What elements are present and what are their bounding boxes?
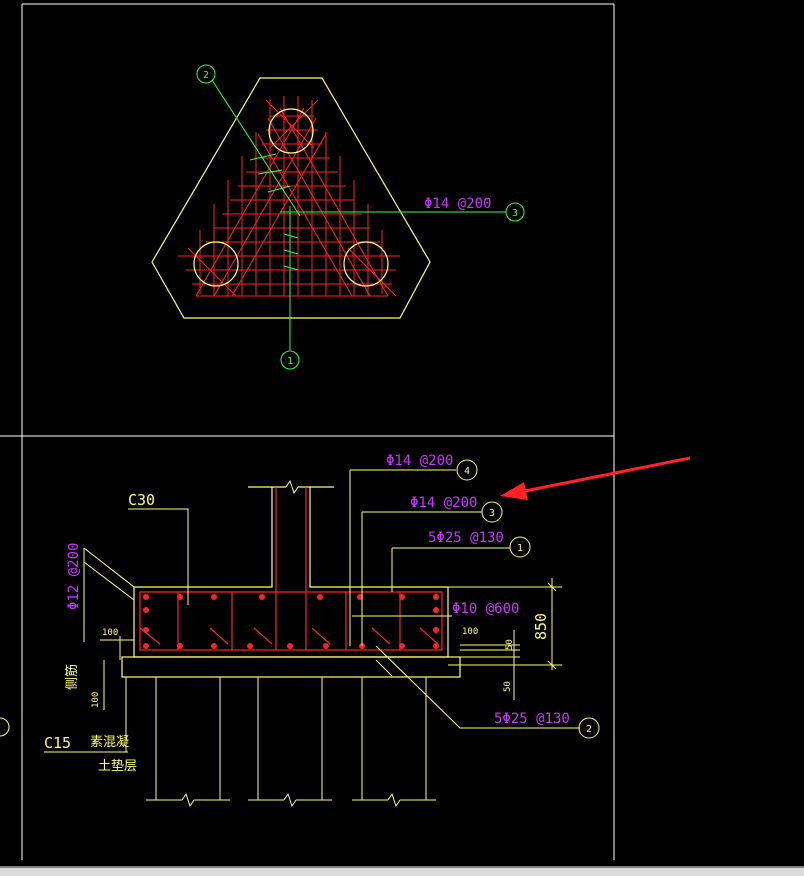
- cushion-grade-label: C15: [44, 734, 71, 752]
- concrete-grade-label: C30: [128, 491, 155, 509]
- sec-bubble-1-label: 5Φ25 @130: [428, 530, 504, 546]
- side-rebar-label: Φ12 @200: [66, 543, 82, 610]
- plan-axis-lines: [211, 79, 506, 350]
- dim-50-a: 50: [505, 639, 515, 650]
- piles: [146, 677, 436, 808]
- sec-bubble-3-number: 3: [489, 508, 495, 519]
- sec-bubble-2: 5Φ25 @130 2: [494, 711, 600, 739]
- sec-bubble-1: 5Φ25 @130 1: [428, 530, 531, 558]
- plan-rebar-mesh: [178, 96, 400, 297]
- section-view: C30 C15 素混凝 土垫层 Φ12 @200 侧筋 Φ10 @600 850…: [0, 453, 600, 808]
- dim-100-bottom: 100: [91, 692, 101, 708]
- dim-100-left: 100: [102, 628, 118, 638]
- partial-bubble-left: [0, 717, 10, 737]
- plan-bubble-3: 3 Φ14 @200: [424, 196, 525, 222]
- dim-100-right: 100: [462, 627, 478, 637]
- bottom-strip: [0, 868, 804, 876]
- leader-lines: [44, 469, 580, 753]
- sec-bubble-4: Φ14 @200 4: [386, 453, 478, 481]
- stirrup-label: Φ10 @600: [452, 601, 519, 617]
- height-dimension: 850: [532, 613, 550, 640]
- section-outline: [121, 479, 461, 678]
- plan-bubble-3-number: 3: [512, 208, 518, 219]
- plan-bubble-1-number: 1: [287, 356, 293, 367]
- drawing-frame: [0, 3, 804, 868]
- sec-bubble-3: Φ14 @200 3: [410, 495, 503, 523]
- plan-bubble-2: 2: [196, 64, 216, 84]
- pile-circle-right: [343, 241, 389, 287]
- sec-bubble-1-number: 1: [517, 543, 523, 554]
- cushion-label-2: 土垫层: [98, 758, 137, 774]
- dim-50-b: 50: [503, 681, 513, 692]
- cushion-label-1: 素混凝: [90, 734, 129, 750]
- rebar-dots: [143, 594, 439, 649]
- plan-rebar-label: Φ14 @200: [424, 196, 491, 212]
- pile-circle-left: [193, 241, 239, 287]
- section-rebar: [139, 487, 443, 651]
- plan-bubble-1: 1: [280, 350, 300, 370]
- sec-bubble-3-label: Φ14 @200: [410, 495, 477, 511]
- plan-bubble-2-number: 2: [203, 70, 209, 81]
- pile-circles: [193, 108, 389, 287]
- plan-view: 2 3 Φ14 @200 1: [151, 64, 525, 370]
- sec-bubble-2-number: 2: [586, 724, 592, 735]
- pile-circle-top: [268, 108, 314, 154]
- side-note-label: 侧筋: [64, 664, 80, 690]
- sec-bubble-2-label: 5Φ25 @130: [494, 711, 570, 727]
- dimension-lines: [100, 578, 562, 710]
- pile-cap-outline: [151, 77, 431, 319]
- sec-bubble-4-number: 4: [464, 466, 470, 477]
- annotation-arrow: [500, 456, 691, 500]
- sec-bubble-4-label: Φ14 @200: [386, 453, 453, 469]
